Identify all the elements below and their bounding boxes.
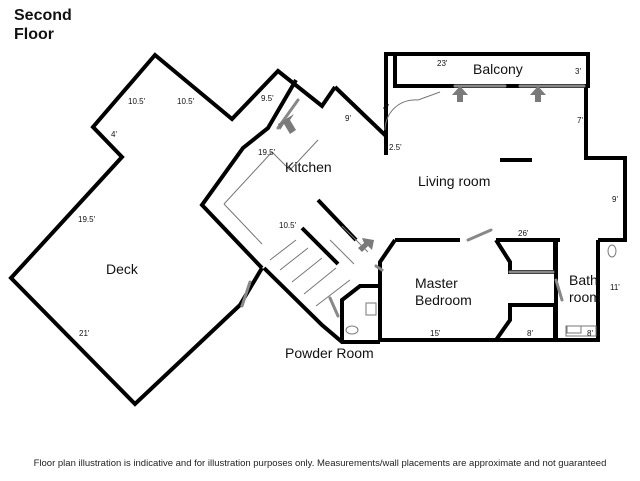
bath-sink: [566, 325, 582, 334]
closet-wall: [494, 238, 557, 274]
disclaimer: Floor plan illustration is indicative an…: [33, 458, 607, 469]
dim-kitchen-right: 9': [345, 114, 351, 123]
stair-tread-1: [269, 239, 297, 261]
room-labels: Deck Kitchen Living room Balcony Master …: [106, 61, 601, 361]
dim-kitchen-left: 19.5': [258, 148, 276, 157]
powder-room-inner: [340, 284, 380, 342]
kitchen-right-wall: [333, 85, 388, 155]
walls: [8, 52, 627, 407]
kitchen-counter: [223, 139, 319, 205]
room-master-1: Master: [415, 275, 458, 291]
stair-tread-4: [303, 267, 337, 295]
dim-living-right-lower: 9': [612, 195, 618, 204]
dim-bath-depth: 11': [610, 283, 620, 292]
dim-entry-4: 4': [383, 103, 389, 112]
deck-door: [240, 280, 252, 308]
lower-south-wall: [496, 240, 600, 342]
room-balcony: Balcony: [473, 61, 523, 77]
room-kitchen: Kitchen: [285, 159, 332, 175]
dimension-labels: 10.5' 10.5' 4' 19.5' 21' 9.5' 19.5' 10.5…: [78, 59, 620, 338]
powder-door: [328, 296, 340, 318]
living-door: [466, 228, 493, 242]
powder-sink: [365, 302, 377, 316]
dim-kitchen-bottom: 10.5': [279, 221, 297, 230]
living-right-wall: [584, 86, 627, 242]
floor-title-line2: Floor: [14, 26, 54, 43]
balcony-arrow-a: [452, 86, 468, 102]
floor-title-line1: Second: [14, 7, 72, 24]
bedroom-west-wall: [378, 238, 397, 340]
stair-tread-5: [315, 279, 351, 307]
dim-deck-top-left: 10.5': [128, 97, 146, 106]
room-powder: Powder Room: [285, 345, 374, 361]
dim-living-width: 26': [518, 229, 529, 238]
room-master-2: Bedroom: [415, 292, 472, 308]
room-deck: Deck: [106, 261, 139, 277]
stair-wall: [300, 226, 340, 266]
dim-living-right-upper: 7': [577, 116, 583, 125]
stair-arrow: [358, 238, 374, 252]
deck-wall: [8, 52, 337, 407]
dim-bath-width: 8': [587, 329, 593, 338]
dim-entry-2-5: 2.5': [389, 143, 402, 152]
dim-kitchen-top: 9.5': [261, 94, 274, 103]
kitchen-arrow: [278, 114, 296, 134]
room-living: Living room: [418, 173, 490, 189]
balcony-arrow-b: [530, 86, 546, 102]
stair-tread-6: [329, 239, 355, 265]
kitchen-counter-b: [223, 203, 263, 245]
toilet: [607, 244, 617, 258]
balcony-wall: [384, 52, 590, 136]
windows: [240, 84, 586, 318]
room-bath-2: room: [569, 289, 601, 305]
dim-balcony-width: 23': [437, 59, 448, 68]
stair-tread-3: [291, 257, 323, 283]
stair-door: [374, 264, 384, 272]
stair-tread-2: [279, 247, 309, 271]
arrows: [278, 86, 546, 252]
dim-deck-left: 19.5': [78, 215, 96, 224]
door-entry-leaf: [417, 91, 441, 101]
door-swing-entry: [384, 99, 419, 131]
bath-tub: [565, 325, 597, 337]
dim-bedroom-width: 15': [430, 329, 441, 338]
room-bath-1: Bath: [569, 272, 598, 288]
dim-deck-bottom: 21': [79, 329, 90, 338]
powder-toilet: [345, 325, 359, 335]
dim-deck-corner: 4': [111, 130, 117, 139]
fixtures: [223, 91, 617, 337]
kitchen-wall: [199, 78, 298, 270]
dim-closet-width: 8': [527, 329, 533, 338]
closet-lower-wall: [494, 303, 557, 342]
floor-title: Second Floor: [14, 6, 72, 44]
bath-door: [554, 278, 564, 302]
dim-deck-top-right: 10.5': [177, 97, 195, 106]
powder-room-wall: [262, 266, 380, 344]
dim-balcony-depth: 3': [575, 67, 581, 76]
